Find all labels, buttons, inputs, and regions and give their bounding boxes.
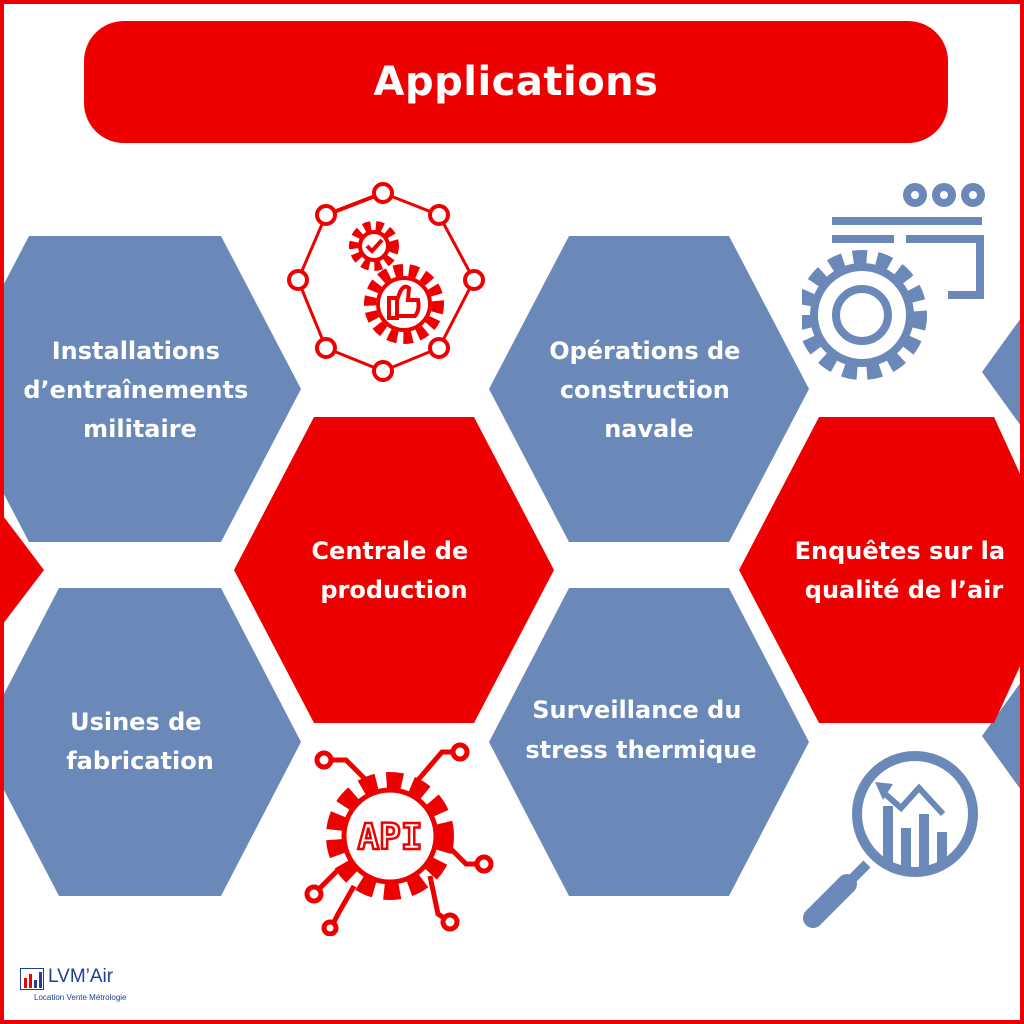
title-banner: Applications <box>84 21 948 143</box>
hexagon-power-plant: Centrale de production <box>234 417 554 723</box>
hexagon-shape <box>234 417 554 723</box>
partial-hexagon-right-top <box>982 319 1020 425</box>
hexagon-label: Enquêtes sur la qualité de l’air <box>795 537 1014 604</box>
hexagon-shape <box>489 588 809 896</box>
hexagon-grid: Installations d’entraînements militaire … <box>4 236 1020 896</box>
logo-bars-icon <box>20 968 44 990</box>
web-settings-gear-icon <box>802 183 985 380</box>
logo-name: LVM’Air <box>48 966 114 987</box>
api-gear-icon: API <box>304 742 494 936</box>
hexagon-shape <box>739 417 1020 723</box>
hexagon-label: Opérations de construction navale <box>549 337 749 443</box>
page-title: Applications <box>373 59 659 105</box>
hexagon-shape <box>4 236 301 542</box>
hexagon-label: Surveillance du stress thermique <box>525 696 756 764</box>
hexagon-naval-construction: Opérations de construction navale <box>489 236 809 542</box>
partial-hexagon-right-bottom <box>982 683 1020 789</box>
hexagon-military-training: Installations d’entraînements militaire <box>4 236 301 542</box>
hexagon-label: Installations d’entraînements militaire <box>23 337 256 443</box>
hexagon-shape <box>4 588 301 896</box>
hexagon-heat-stress: Surveillance du stress thermique <box>489 588 809 896</box>
gear-network-icon <box>287 182 485 382</box>
logo-tagline: Location Vente Métrologie <box>34 993 127 1002</box>
partial-hexagon-left <box>4 517 44 623</box>
company-logo: LVM’Air Location Vente Métrologie <box>20 966 170 1016</box>
hexagon-air-quality: Enquêtes sur la qualité de l’air <box>739 417 1020 723</box>
hexagon-label: Centrale de production <box>311 537 476 604</box>
hexagon-shape <box>489 236 809 542</box>
hexagon-manufacturing: Usines de fabrication <box>4 588 301 896</box>
hexagon-label: Usines de fabrication <box>66 708 214 775</box>
chart-search-icon <box>803 751 978 928</box>
api-text-mark: API <box>357 817 422 858</box>
